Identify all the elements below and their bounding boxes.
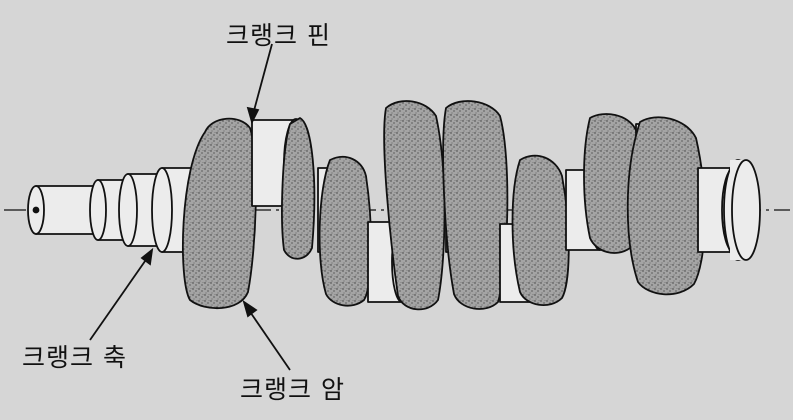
crank-arm-5 (442, 100, 509, 310)
front-shaft (27, 167, 203, 253)
crank-shaft-label: 크랭크 축 (22, 343, 127, 372)
arm-leader (245, 305, 291, 371)
crank-arm-2 (281, 117, 316, 260)
crank-arm-1 (182, 117, 257, 310)
pin-arrowhead (246, 106, 260, 125)
crank-arm-4 (383, 100, 446, 311)
crank-pin-label: 크랭크 핀 (226, 21, 331, 50)
rear-shaft (697, 159, 761, 261)
arm-arrowhead (242, 299, 258, 318)
shaft-leader (89, 253, 151, 341)
crank-arm-6 (511, 154, 570, 306)
pin-leader (251, 43, 273, 119)
shaft-arrowhead (140, 247, 154, 266)
crank-arm-8 (626, 116, 706, 296)
crank-arm-3 (318, 155, 372, 307)
crank-arm-label: 크랭크 암 (240, 375, 345, 404)
